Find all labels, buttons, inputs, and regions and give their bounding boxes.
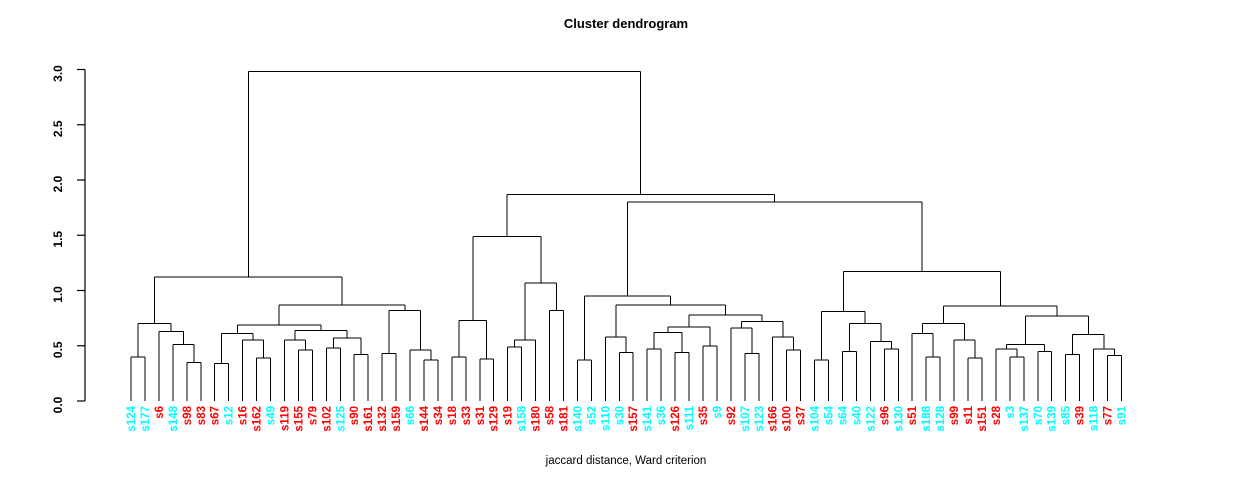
leaf-label: s129 xyxy=(489,406,501,432)
leaf-label: s40 xyxy=(851,406,863,425)
y-axis-tick-label: 2.0 xyxy=(51,175,65,192)
leaf-label: s28 xyxy=(991,405,1003,425)
y-axis-tick-label: 0.0 xyxy=(51,396,65,413)
leaf-label: s144 xyxy=(419,405,431,431)
leaf-label: s91 xyxy=(1116,405,1128,425)
leaf-label: s137 xyxy=(1019,406,1031,432)
leaf-label: s77 xyxy=(1103,406,1115,425)
leaf-label: s126 xyxy=(670,406,682,432)
leaf-label: s66 xyxy=(405,406,417,425)
leaf-label: s111 xyxy=(684,405,696,430)
leaf-label: s104 xyxy=(810,405,822,431)
leaf-label: s159 xyxy=(391,406,403,432)
leaf-label: s158 xyxy=(517,405,529,431)
leaf-label: s18 xyxy=(447,405,459,425)
leaf-label: s162 xyxy=(252,406,264,432)
y-axis-tick-label: 2.5 xyxy=(51,120,65,137)
y-axis: 0.0 0.5 1.0 1.5 2.0 2.5 3.0 xyxy=(51,65,86,413)
leaf-label: s157 xyxy=(628,406,640,432)
leaf-label: s35 xyxy=(698,405,710,425)
leaf-label: s99 xyxy=(949,406,961,425)
leaf-label: s128 xyxy=(935,405,947,431)
leaf-label: s181 xyxy=(558,405,570,431)
leaf-label: s166 xyxy=(768,406,780,432)
leaf-label: s3 xyxy=(1005,406,1017,419)
leaf-label: s36 xyxy=(656,406,668,425)
leaf-label: s70 xyxy=(1033,406,1045,425)
leaf-label: s6 xyxy=(154,406,166,419)
leaf-label: s151 xyxy=(977,405,989,431)
leaf-label: s33 xyxy=(461,406,473,425)
leaf-label: s54 xyxy=(824,405,836,425)
leaf-label: s67 xyxy=(210,406,222,425)
leaf-label: s155 xyxy=(293,405,305,431)
leaf-label: s19 xyxy=(503,406,515,425)
leaf-label: s122 xyxy=(865,406,877,432)
leaf-label: s110 xyxy=(600,406,612,431)
leaf-label: s34 xyxy=(433,405,445,425)
leaf-label: s139 xyxy=(1047,406,1059,432)
chart-title: Cluster dendrogram xyxy=(563,16,689,31)
y-axis-tick-label: 1.0 xyxy=(51,286,65,303)
leaf-label: s9 xyxy=(712,406,724,419)
leaf-label: s130 xyxy=(893,406,905,432)
leaf-label: s124 xyxy=(126,405,138,431)
leaf-label: s141 xyxy=(642,405,654,431)
leaf-label: s11 xyxy=(963,405,975,424)
x-axis-caption: jaccard distance, Ward criterion xyxy=(545,455,707,467)
leaf-label: s83 xyxy=(196,406,208,425)
y-axis-tick-label: 1.5 xyxy=(51,231,65,248)
leaf-label: s188 xyxy=(921,405,933,431)
leaf-label: s49 xyxy=(266,406,278,425)
leaf-label: s52 xyxy=(586,406,598,425)
leaf-label: s132 xyxy=(377,406,389,432)
leaf-label: s79 xyxy=(307,406,319,425)
leaf-label: s148 xyxy=(168,405,180,431)
leaf-label: s90 xyxy=(349,406,361,425)
leaf-label: s92 xyxy=(726,406,738,425)
leaf-label: s119 xyxy=(279,406,291,431)
leaf-label: s96 xyxy=(879,406,891,425)
leaf-label: s30 xyxy=(614,406,626,425)
y-axis-tick-label: 3.0 xyxy=(51,65,65,82)
leaf-label: s39 xyxy=(1075,406,1087,425)
leaf-label: s12 xyxy=(224,406,236,425)
leaf-label: s140 xyxy=(572,406,584,432)
leaf-label: s161 xyxy=(363,405,375,431)
leaf-label: s64 xyxy=(837,405,849,425)
y-axis-tick-label: 0.5 xyxy=(51,341,65,358)
leaf-label: s37 xyxy=(796,406,808,425)
leaf-label: s177 xyxy=(140,406,152,432)
leaf-label: s51 xyxy=(907,405,919,425)
leaf-label: s125 xyxy=(335,405,347,431)
leaf-label: s16 xyxy=(238,406,250,425)
leaf-label: s58 xyxy=(545,405,557,425)
dendrogram-links xyxy=(130,71,1122,401)
leaf-label: s107 xyxy=(740,406,752,432)
leaf-label: s180 xyxy=(531,406,543,432)
leaf-label: s31 xyxy=(475,405,487,425)
leaf-label: s123 xyxy=(754,406,766,432)
leaf-label: s85 xyxy=(1061,405,1073,425)
leaf-label: s102 xyxy=(321,406,333,432)
leaf-label: s98 xyxy=(182,405,194,425)
leaf-label: s100 xyxy=(782,406,794,432)
leaf-label: s118 xyxy=(1089,405,1101,431)
